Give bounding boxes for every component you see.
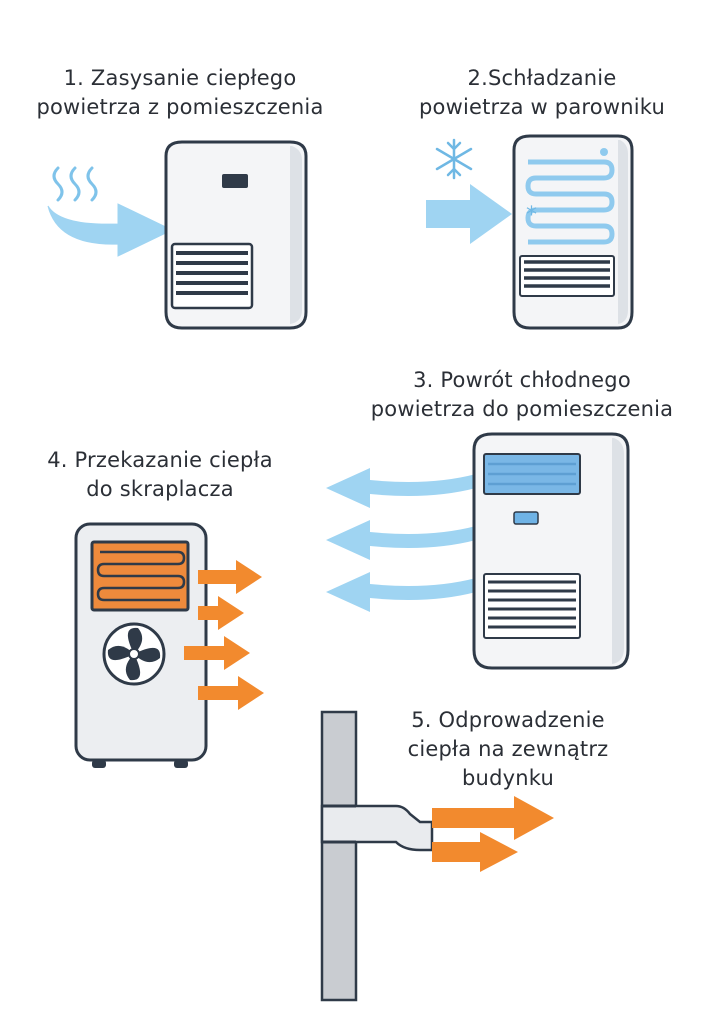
step-2-line-1: 2.Schładzanie — [467, 66, 617, 90]
heat-arrow-2 — [198, 596, 244, 630]
exhaust-arrow-2 — [432, 832, 518, 872]
step-5-line-1: 5. Odprowadzenie — [411, 708, 605, 732]
building-wall — [320, 710, 358, 1002]
step-5-line-3: budynku — [462, 766, 554, 790]
unit-display-icon — [513, 511, 539, 525]
step-2-line-2: powietrza w parowniku — [419, 95, 665, 119]
evaporator-air-arrow — [426, 184, 512, 244]
heat-waves-icon — [52, 166, 98, 202]
cool-arrow-2 — [326, 520, 476, 560]
cool-arrow-3 — [326, 572, 476, 612]
step-3-line-1: 3. Powrót chłodnego — [413, 368, 631, 392]
intake-air-arrow — [47, 203, 174, 257]
step-3-label: 3. Powrót chłodnego powietrza do pomiesz… — [362, 366, 682, 424]
step-2-label: 2.Schładzanie powietrza w parowniku — [392, 64, 692, 122]
step-5-line-2: ciepła na zewnątrz — [407, 737, 609, 761]
condenser-unit — [74, 522, 208, 768]
heat-arrow-3 — [184, 636, 250, 670]
step-4-label: 4. Przekazanie ciepła do skraplacza — [20, 446, 300, 504]
return-unit — [472, 432, 630, 670]
step-3-line-2: powietrza do pomieszczenia — [370, 397, 674, 421]
evaporator-coil-icon — [525, 159, 615, 245]
intake-unit — [164, 140, 308, 330]
exhaust-heat-arrows — [432, 796, 554, 872]
heat-arrow-1 — [198, 560, 262, 594]
cool-arrow-1 — [326, 468, 476, 508]
cold-star-icon: * — [526, 203, 537, 228]
heat-arrow-4 — [198, 676, 264, 710]
unit-display-icon — [222, 174, 248, 188]
cool-return-arrows — [326, 468, 476, 612]
exhaust-arrow-1 — [432, 796, 554, 840]
heat-out-arrows — [184, 560, 264, 710]
step-1-line-2: powietrza z pomieszczenia — [36, 95, 324, 119]
exhaust-duct — [320, 804, 434, 852]
fan-icon — [102, 622, 166, 686]
step-4-line-2: do skraplacza — [86, 477, 234, 501]
snowflake-icon — [435, 138, 473, 180]
step-4-line-1: 4. Przekazanie ciepła — [47, 448, 273, 472]
condenser-coil-icon — [96, 550, 186, 602]
step-1-line-1: 1. Zasysanie ciepłego — [63, 66, 297, 90]
evaporator-unit: * — [512, 134, 634, 330]
step-1-label: 1. Zasysanie ciepłego powietrza z pomies… — [20, 64, 340, 122]
step-5-label: 5. Odprowadzenie ciepła na zewnątrz budy… — [368, 706, 648, 793]
